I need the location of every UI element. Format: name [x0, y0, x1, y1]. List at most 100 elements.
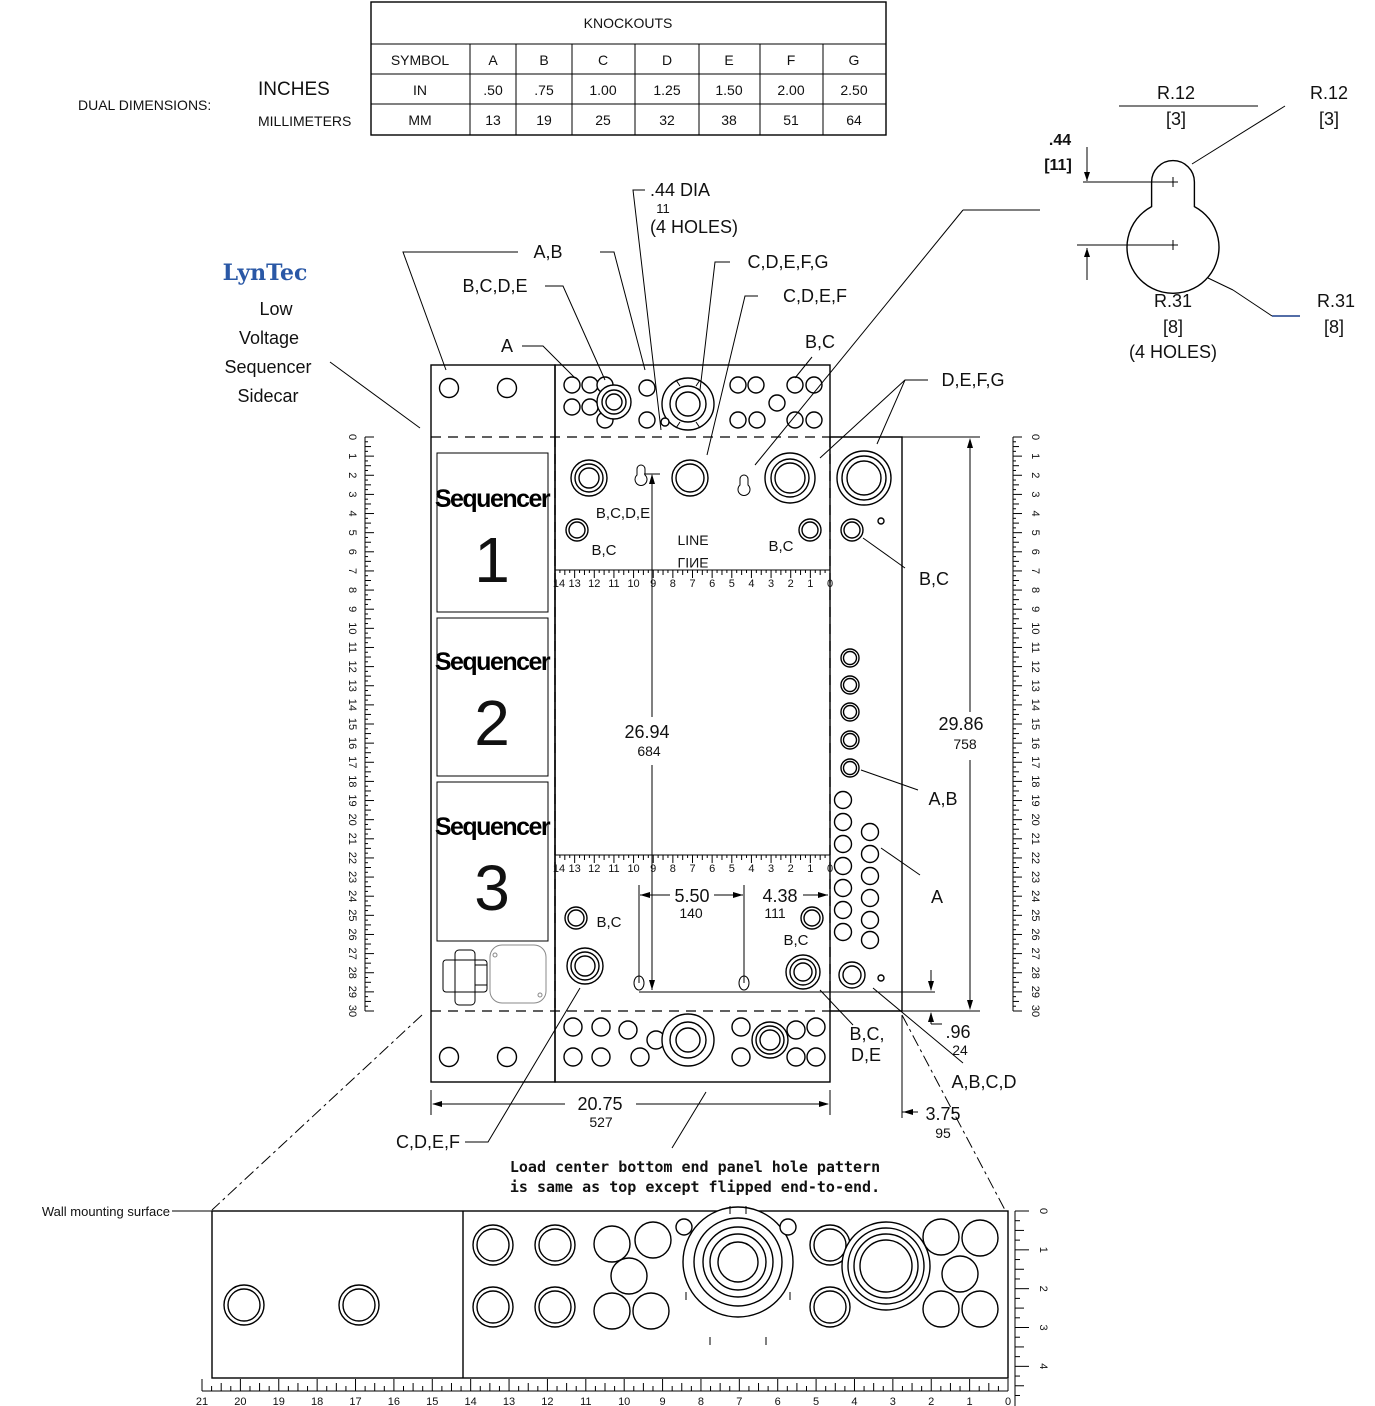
dim-spacing-b-in: 4.38: [762, 886, 797, 906]
vertical-ruler-label: 20: [346, 814, 358, 826]
table-title: KNOCKOUTS: [584, 15, 673, 31]
side-ruler-label: 1: [1037, 1247, 1049, 1253]
inner-ruler-label: 13: [569, 578, 581, 590]
vertical-ruler-label: 27: [1029, 947, 1041, 959]
knockout-hole: [860, 844, 880, 864]
vertical-ruler-label: 21: [346, 833, 358, 845]
end-panel-hole: [342, 1288, 376, 1322]
vertical-ruler-label: 11: [1029, 642, 1041, 653]
inner-ruler-label: 11: [608, 863, 619, 875]
callout-bc-right: B,C: [919, 569, 949, 589]
end-panel-hole: [227, 1288, 261, 1322]
dim-bottom-in: .96: [945, 1022, 970, 1042]
inner-ruler-label: 1: [807, 578, 813, 590]
knockout-hole: [567, 909, 585, 927]
inner-ruler-label: 10: [627, 863, 639, 875]
vertical-ruler-label: 27: [346, 947, 358, 959]
millimeters-cell: 25: [595, 112, 611, 128]
vertical-ruler-label: 7: [1029, 568, 1041, 574]
end-panel-hole: [859, 1239, 913, 1293]
end-panel-hole: [538, 1228, 572, 1262]
vertical-ruler-label: 2: [1029, 472, 1041, 478]
vertical-ruler-label: 19: [1029, 794, 1041, 806]
vertical-ruler-label: 6: [346, 549, 358, 555]
knockout-hole: [805, 411, 823, 429]
symbol-cell: D: [662, 52, 672, 68]
knockout-hole: [860, 910, 880, 930]
inches-cell: .50: [483, 82, 503, 98]
knockout-hole: [833, 878, 853, 898]
inches-cell: .75: [534, 82, 554, 98]
dim-spacing-a-mm: 140: [679, 905, 703, 921]
vertical-ruler-label: 30: [346, 1005, 358, 1017]
vertical-ruler-label: 13: [1029, 680, 1041, 692]
callout-defg: D,E,F,G: [941, 370, 1004, 390]
r31-mm-label: [8]: [1163, 317, 1183, 337]
vertical-ruler-label: 1: [346, 453, 358, 459]
millimeters-cell: 19: [536, 112, 552, 128]
vertical-ruler-left: 0123456789101112131415161718192021222324…: [346, 434, 374, 1017]
callout-ab-right: A,B: [928, 789, 957, 809]
callout-a-top: A: [501, 336, 513, 356]
bottom-ruler-label: 16: [388, 1396, 400, 1406]
knockout-hole: [801, 521, 819, 539]
dim-width-mm: 527: [589, 1114, 613, 1130]
end-panel-hole: [813, 1290, 847, 1324]
sequencer-3-number: 3: [474, 852, 510, 924]
vertical-ruler-label: 5: [1029, 530, 1041, 536]
vertical-ruler-label: 4: [346, 510, 358, 516]
vertical-ruler-label: 10: [346, 622, 358, 634]
millimeters-cell: 32: [659, 112, 675, 128]
inches-cell: 1.25: [653, 82, 680, 98]
knockout-hole: [842, 677, 858, 693]
knockout-hole: [843, 521, 861, 539]
vertical-ruler-label: 28: [1029, 967, 1041, 979]
callout-bc-bottom-right: B,C: [783, 932, 808, 949]
r31-mm-label-right: [8]: [1324, 317, 1344, 337]
bottom-ruler-label: 14: [465, 1396, 477, 1406]
end-panel-hole: [717, 1241, 759, 1283]
r31-note: (4 HOLES): [1129, 342, 1217, 362]
vertical-ruler-label: 15: [346, 718, 358, 730]
knockout-hole: [842, 650, 858, 666]
bottom-ruler-label: 15: [426, 1396, 438, 1406]
callout-a-right: A: [931, 887, 943, 907]
vertical-ruler-label: 14: [1029, 699, 1041, 711]
knockout-hole: [786, 1020, 806, 1040]
knockout-hole: [805, 376, 823, 394]
symbol-cell: B: [539, 52, 548, 68]
vertical-ruler-label: 26: [346, 928, 358, 940]
end-panel-hole: [593, 1225, 631, 1263]
knockout-hole: [846, 460, 882, 496]
knockout-hole: [731, 1017, 751, 1037]
callout-bcde-inner: B,C,D,E: [596, 505, 650, 522]
knockout-hole: [496, 1046, 518, 1068]
vertical-ruler-label: 8: [346, 587, 358, 593]
dimension-lines: 26.94 684 29.86 758 5.50 140 4.38 111 .9…: [430, 436, 984, 1141]
sequencer-2-label: Sequencer: [435, 648, 551, 676]
vertical-ruler-label: 25: [346, 909, 358, 921]
vertical-ruler-right: 0123456789101112131415161718192021222324…: [1012, 434, 1041, 1017]
end-panel-holes: [223, 1206, 999, 1345]
knockout-hole: [747, 376, 765, 394]
inner-ruler-label: 4: [748, 863, 754, 875]
callout-bcde-bottom-1: B,C,: [849, 1024, 884, 1044]
knockout-hole: [748, 411, 766, 429]
r12-mm-label: [3]: [1166, 109, 1186, 129]
callout-cdef-top: C,D,E,F: [783, 286, 847, 306]
line-label: LINE: [677, 532, 708, 548]
knockout-hole: [618, 1020, 638, 1040]
inner-ruler-label: 14: [553, 578, 565, 590]
bottom-ruler-label: 2: [928, 1396, 934, 1406]
vertical-ruler-label: 0: [346, 434, 358, 440]
symbol-cell: A: [488, 52, 498, 68]
vertical-ruler-label: 20: [1029, 814, 1041, 826]
end-panel-hole: [961, 1219, 999, 1257]
inner-ruler-label: 7: [689, 578, 695, 590]
vertical-ruler-label: 21: [1029, 833, 1041, 845]
sequencer-1-label: Sequencer: [435, 485, 551, 513]
